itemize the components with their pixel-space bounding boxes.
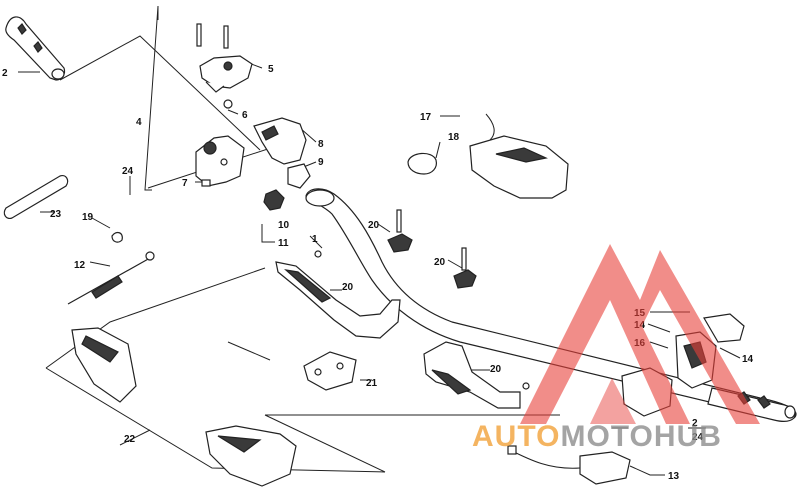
part-label: 20 xyxy=(368,220,380,231)
part-label: 5 xyxy=(268,64,274,75)
watermark-logo xyxy=(520,244,760,424)
automotohub-watermark: AUTOMOTOHUB xyxy=(472,244,760,453)
part-label: 13 xyxy=(668,471,680,482)
part-label: 24 xyxy=(692,432,704,443)
mirror-lens-left xyxy=(71,327,137,403)
handguard-shield-17 xyxy=(469,135,569,199)
part-label: 22 xyxy=(124,434,136,445)
hand-warmer-housing xyxy=(253,117,311,189)
part-label: 10 xyxy=(278,220,290,231)
part-label: 17 xyxy=(420,112,432,123)
handguard-left xyxy=(275,261,401,339)
watermark-auto: AUTO xyxy=(472,420,560,453)
part-label: 18 xyxy=(448,132,460,143)
part-label: 2 xyxy=(2,68,8,79)
watermark-moto: MOTO xyxy=(560,420,653,453)
part-label: 14 xyxy=(742,354,754,365)
part-label: 12 xyxy=(74,260,86,271)
part-label: 9 xyxy=(318,157,324,168)
svg-text:AUTOMOTOHUB: AUTOMOTOHUB xyxy=(472,420,722,453)
part-label: 20 xyxy=(434,257,446,268)
part-label: 11 xyxy=(278,238,289,249)
mounting-plate-21 xyxy=(303,351,357,391)
handguard-clamps xyxy=(314,209,530,390)
part-label: 6 xyxy=(242,110,248,121)
leader-lines xyxy=(18,5,741,476)
mirror-lens-bottom xyxy=(205,425,297,487)
bar-pad-23 xyxy=(3,175,69,219)
retainer-ring-18 xyxy=(407,152,437,175)
part-label: 20 xyxy=(342,282,354,293)
part-label: 20 xyxy=(490,364,502,375)
wiring-harness-13 xyxy=(507,445,631,485)
part-label: 4 xyxy=(136,117,142,128)
switch-housing xyxy=(195,135,245,187)
watermark-hub: HUB xyxy=(654,420,722,453)
hose-clip-19 xyxy=(111,231,123,243)
throttle-housing xyxy=(196,23,253,109)
part-label: 24 xyxy=(122,166,134,177)
part-label: 21 xyxy=(366,378,378,389)
part-label: 1 xyxy=(312,234,318,245)
part-label: 19 xyxy=(82,212,94,223)
mirror-mount-clip xyxy=(263,189,285,211)
cable-12 xyxy=(67,251,155,305)
part-label: 8 xyxy=(318,139,324,150)
part-label: 2 xyxy=(692,418,698,429)
handguard-right xyxy=(423,341,521,409)
grip-left xyxy=(5,16,66,81)
part-label: 23 xyxy=(50,209,62,220)
part-label: 7 xyxy=(182,178,188,189)
